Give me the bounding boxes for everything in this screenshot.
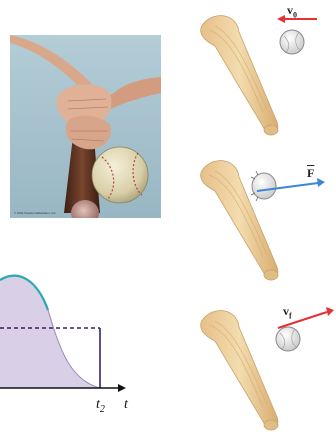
- impulse-shaded-area: [0, 276, 100, 388]
- t2-label: t2: [96, 398, 105, 417]
- photo-credit: © 2011 Pearson Education, Inc.: [14, 211, 56, 215]
- time-axis-label: t: [124, 398, 128, 412]
- vf-label: vf: [283, 305, 292, 322]
- panel-before-impact: v0: [175, 0, 336, 140]
- ball-icon: [276, 327, 300, 351]
- bat-icon: [201, 311, 278, 430]
- ball-icon: [280, 30, 304, 54]
- bat-icon: [201, 16, 278, 135]
- ball-icon: [251, 171, 276, 201]
- bat-hits-ball-photo: © 2011 Pearson Education, Inc.: [10, 35, 161, 218]
- panel-after-impact: vf: [175, 295, 336, 435]
- force-label: F: [307, 167, 314, 179]
- time-axis-arrowhead: [118, 384, 126, 392]
- panel-1-svg: [175, 0, 336, 140]
- v0-label: v0: [287, 4, 297, 21]
- panel-3-svg: [175, 295, 336, 435]
- force-time-graph: t2 t: [0, 240, 150, 420]
- graph-svg: [0, 240, 150, 420]
- photo-illustration: [10, 35, 161, 218]
- panel-during-impact: F: [175, 145, 336, 285]
